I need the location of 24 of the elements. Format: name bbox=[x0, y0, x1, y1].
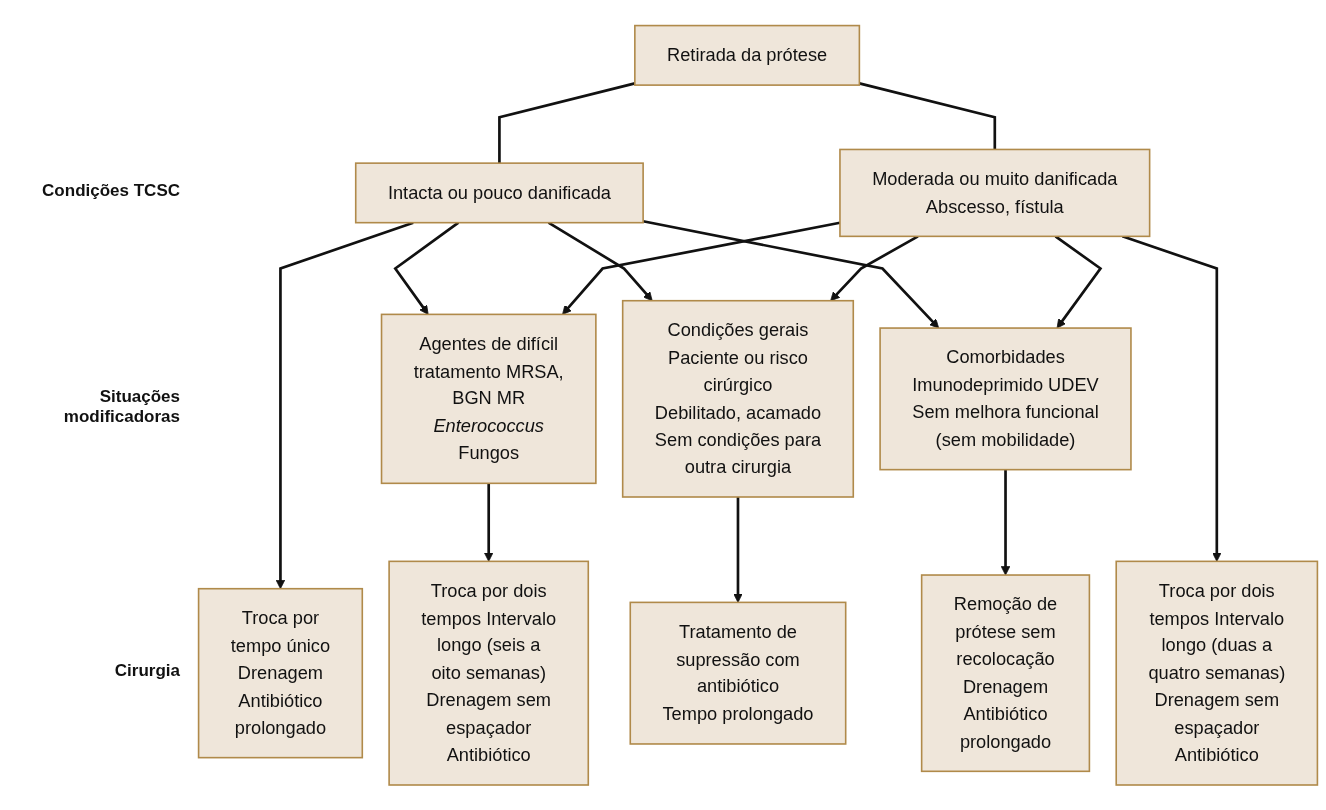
node-box bbox=[621, 299, 855, 498]
arrow bbox=[484, 483, 494, 562]
node-box bbox=[380, 313, 597, 484]
row-label: Condições TCSC bbox=[42, 180, 180, 201]
arrow bbox=[547, 221, 653, 301]
node-box bbox=[839, 148, 1151, 237]
row-label: Cirurgia bbox=[114, 660, 180, 681]
arrow bbox=[393, 221, 460, 315]
arrow bbox=[642, 219, 940, 329]
node-box bbox=[629, 601, 847, 745]
arrow bbox=[1000, 469, 1011, 576]
node-box bbox=[388, 560, 590, 786]
node-box bbox=[920, 573, 1091, 772]
arrow bbox=[733, 496, 743, 603]
node-box bbox=[879, 326, 1132, 471]
row-label: Situações modificadoras bbox=[62, 386, 180, 427]
node-box bbox=[354, 162, 644, 224]
node-box bbox=[197, 587, 364, 759]
node-box bbox=[634, 24, 861, 86]
arrow bbox=[275, 221, 414, 589]
flowchart: Retirada da prótese Intacta ou pouco danificada Moderada ou muito danificada Abscesso, fístula Agentes de difícil tratamento MRSA, BGN MR Enterococcus Fungos Condições gerais Paciente ou risco cirúrgico Debilitado, acamado Sem condições para outra cirurgia Comorbidades Imunodeprimido UDEV Sem melhora funcional (sem mobilidade) Troca por tempo único Drenagem Antibiótico prolongado Troca por dois tempos Intervalo longo (seis a oito semanas) Drenagem sem espaçador Antibiótico Tratamento de supressão com antibiótico Tempo prolongado Remoção de prótese sem recolocação Drenagem Antibiótico prolongado Troca por dois tempos Intervalo longo (duas a quatro semanas) Drenagem sem espaçador Antibiótico bbox=[190, 16, 1326, 794]
connector bbox=[498, 81, 636, 163]
connector bbox=[859, 81, 997, 150]
node-box bbox=[1115, 560, 1319, 786]
